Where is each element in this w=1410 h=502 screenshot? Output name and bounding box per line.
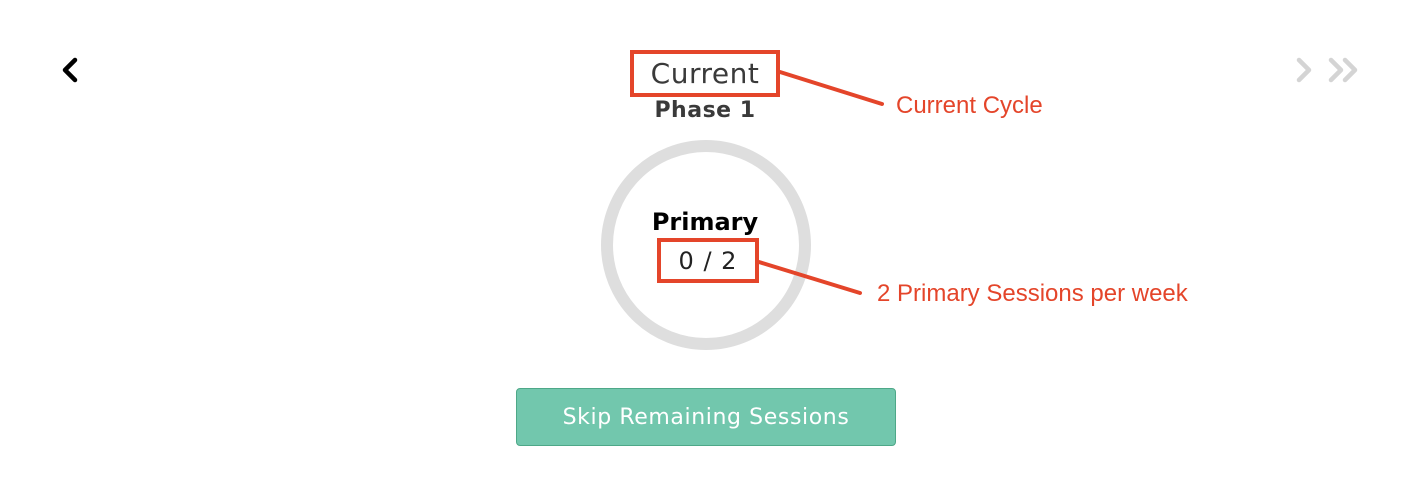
next-cycle-button[interactable]: [1290, 54, 1318, 86]
sessions-annotation-text: 2 Primary Sessions per week: [877, 280, 1188, 307]
previous-cycle-button[interactable]: [56, 54, 84, 86]
session-type-label: Primary: [651, 208, 759, 236]
skip-remaining-sessions-button[interactable]: Skip Remaining Sessions: [516, 388, 896, 446]
chevron-right-icon: [1296, 57, 1312, 83]
phase-label: Phase 1: [654, 98, 756, 123]
last-cycle-button[interactable]: [1323, 54, 1365, 86]
double-chevron-right-icon: [1328, 57, 1358, 83]
chevron-left-icon: [62, 57, 78, 83]
cycle-annotation-text: Current Cycle: [896, 92, 1043, 119]
session-count: 0 / 2: [657, 238, 759, 283]
cycle-title: Current: [630, 50, 780, 97]
